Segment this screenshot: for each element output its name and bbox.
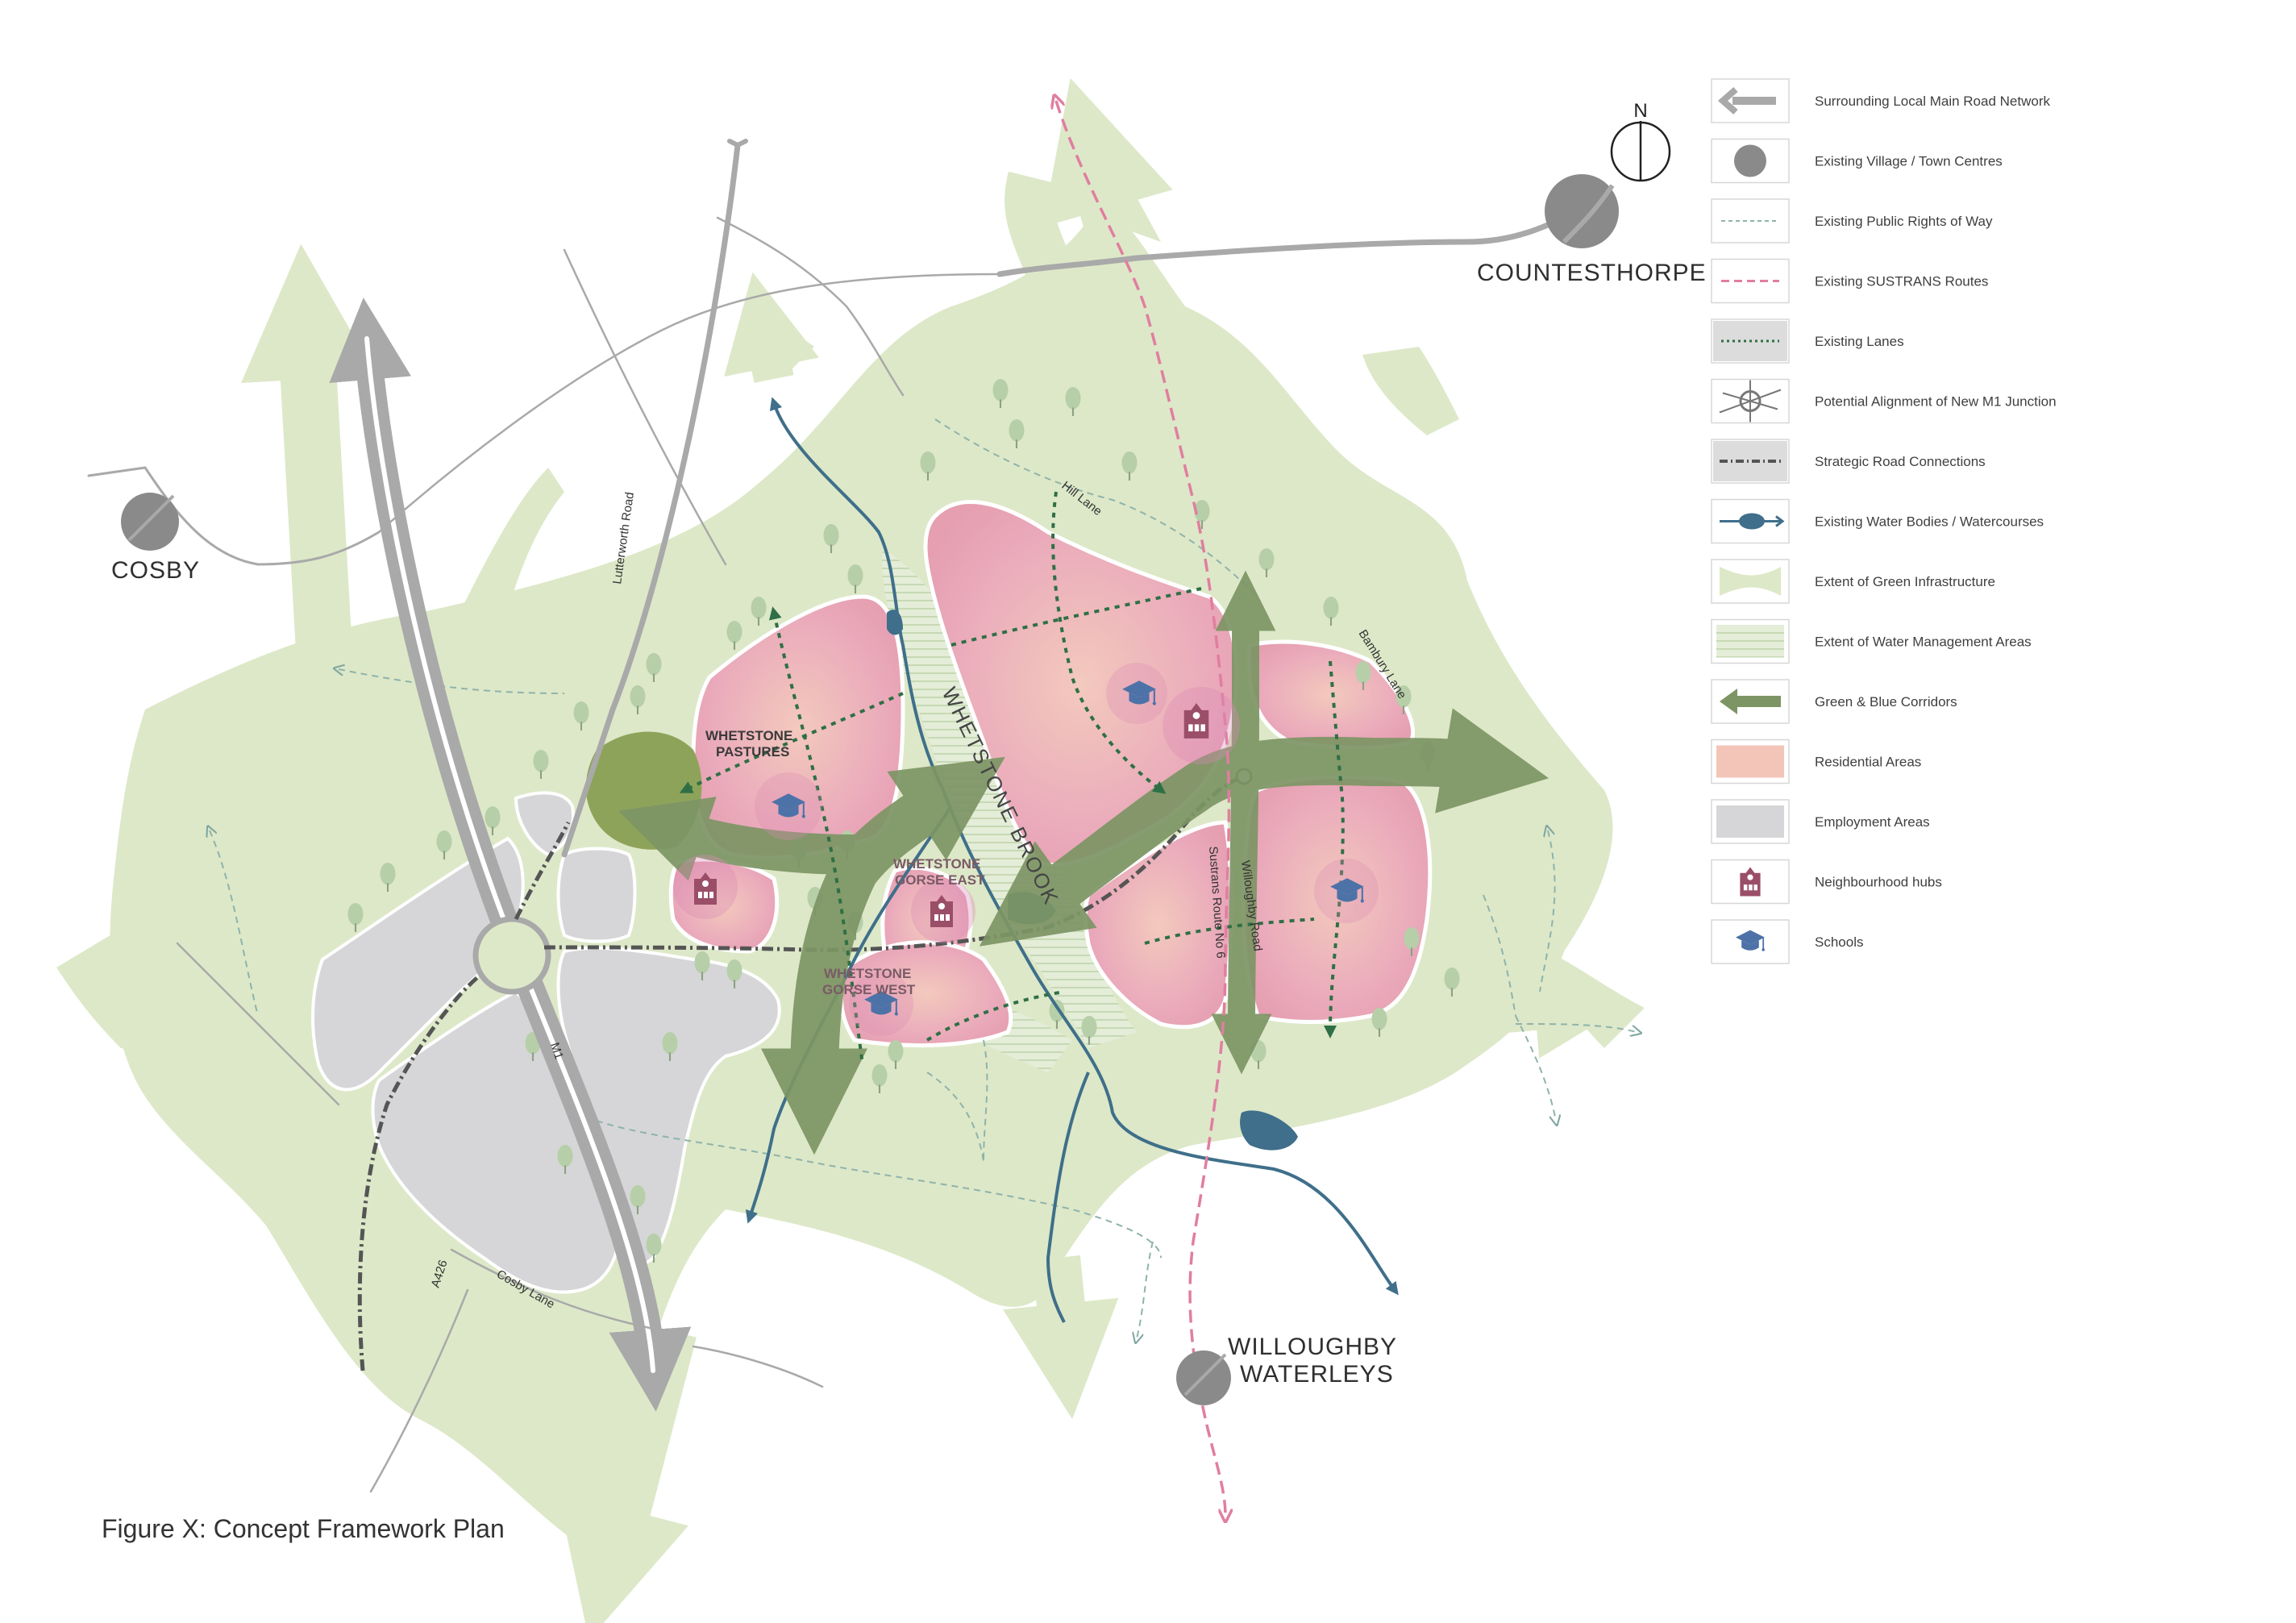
label-willoughby-1: WILLOUGHBY	[1228, 1334, 1397, 1360]
legend-label: Schools	[1815, 934, 1863, 950]
schools	[755, 663, 1379, 1036]
legend-label: Employment Areas	[1815, 814, 1930, 830]
label-pastures-2: PASTURES	[716, 744, 789, 759]
legend-item-road: Surrounding Local Main Road Network	[1711, 78, 2050, 123]
legend-label: Extent of Water Management Areas	[1815, 635, 2032, 650]
label-gorse-east-2: GORSE EAST	[895, 872, 985, 888]
legend-item-school: Schools	[1711, 919, 1863, 964]
label-countesthorpe: COUNTESTHORPE	[1477, 260, 1707, 286]
legend-item-sustrans: Existing SUSTRANS Routes	[1711, 258, 1988, 304]
label-gorse-west-2: GORSE WEST	[822, 982, 916, 997]
legend-item-water: Existing Water Bodies / Watercourses	[1711, 498, 2044, 544]
label-m1: M1	[547, 1041, 566, 1061]
legend-item-village: Existing Village / Town Centres	[1711, 138, 2003, 184]
legend: Surrounding Local Main Road NetworkExist…	[1711, 78, 2057, 964]
legend-label: Strategic Road Connections	[1815, 454, 1986, 469]
legend-item-wma: Extent of Water Management Areas	[1711, 618, 2032, 664]
legend-item-prow: Existing Public Rights of Way	[1711, 198, 1993, 243]
label-gorse-west-1: WHETSTONE	[824, 966, 911, 981]
legend-label: Existing Public Rights of Way	[1815, 214, 1993, 229]
road-network	[87, 139, 1583, 1493]
legend-label: Green & Blue Corridors	[1815, 694, 1957, 710]
neighbourhood-hubs	[673, 687, 1240, 943]
village-countesthorpe	[1545, 174, 1619, 248]
legend-item-lanes: Existing Lanes	[1711, 318, 1904, 364]
label-cosby: COSBY	[111, 557, 200, 584]
legend-label: Extent of Green Infrastructure	[1815, 574, 1995, 589]
m1-junction	[472, 916, 551, 995]
legend-label: Residential Areas	[1815, 755, 1921, 770]
north-label: N	[1633, 100, 1647, 122]
legend-label: Existing Lanes	[1815, 334, 1904, 349]
legend-item-employment: Employment Areas	[1711, 799, 1930, 844]
legend-label: Surrounding Local Main Road Network	[1815, 94, 2050, 109]
place-labels: COUNTESTHORPE COSBY WILLOUGHBY WATERLEYS	[111, 260, 1707, 1388]
label-pastures-1: WHETSTONE	[705, 728, 792, 743]
legend-label: Potential Alignment of New M1 Junction	[1815, 394, 2057, 410]
area-labels: WHETSTONE PASTURES WHETSTONE GORSE EAST …	[705, 728, 985, 997]
label-willoughby-2: WATERLEYS	[1240, 1361, 1394, 1388]
legend-item-residential: Residential Areas	[1711, 739, 1921, 784]
legend-item-strategic: Strategic Road Connections	[1711, 439, 1986, 484]
sustrans-route	[1056, 101, 1229, 1516]
label-gorse-east-1: WHETSTONE	[893, 856, 980, 872]
legend-item-corridor: Green & Blue Corridors	[1711, 679, 1957, 724]
figure-caption: Figure X: Concept Framework Plan	[102, 1514, 505, 1543]
legend-item-green: Extent of Green Infrastructure	[1711, 559, 1995, 604]
legend-item-hub: Neighbourhood hubs	[1711, 859, 1942, 905]
legend-label: Existing Water Bodies / Watercourses	[1815, 514, 2044, 530]
village-centres	[121, 174, 1619, 1405]
legend-label: Neighbourhood hubs	[1815, 875, 1942, 890]
village-cosby	[121, 493, 179, 551]
legend-item-junction: Potential Alignment of New M1 Junction	[1711, 378, 2057, 424]
legend-label: Existing SUSTRANS Routes	[1815, 274, 1988, 289]
legend-label: Existing Village / Town Centres	[1815, 154, 2003, 169]
north-arrow: N	[1610, 100, 1671, 182]
